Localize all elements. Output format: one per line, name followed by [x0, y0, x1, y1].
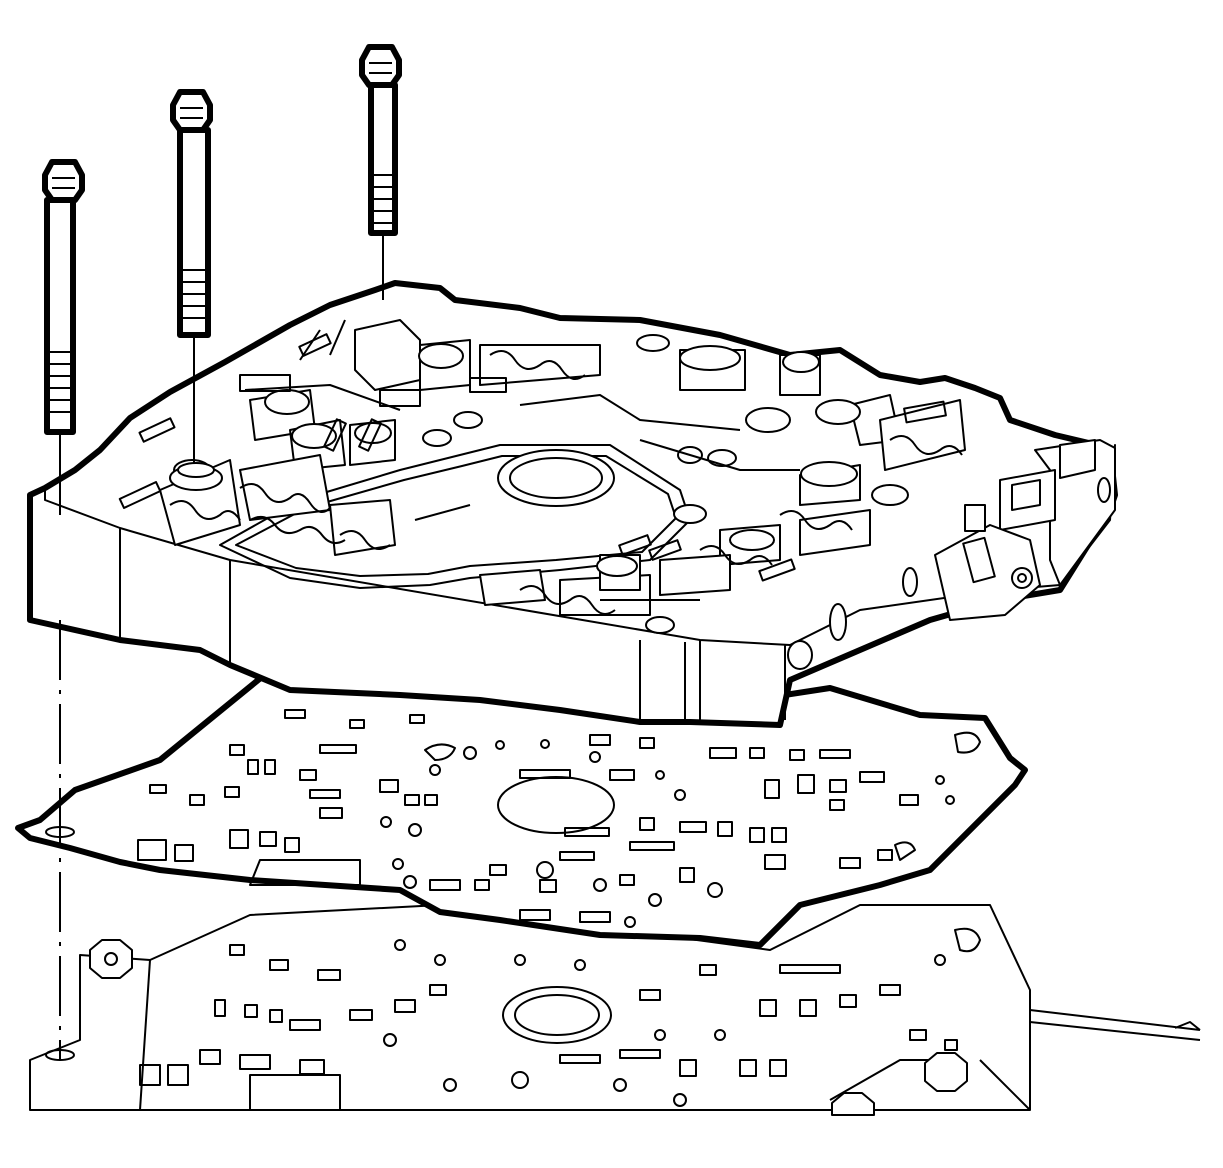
alignment-line [177, 335, 215, 478]
solenoid-assembly [934, 439, 1116, 621]
case-bolt-boss [89, 939, 133, 979]
alignment-line [45, 432, 75, 1061]
spacer-plate-gasket [15, 669, 1028, 948]
bolt [170, 89, 213, 338]
bolt [42, 159, 85, 435]
bolt [359, 44, 402, 236]
case-bolt-boss [924, 1052, 968, 1092]
valve-body [27, 280, 1118, 728]
transmission-case [29, 904, 1201, 1116]
case-bolt-boss [831, 1092, 875, 1116]
